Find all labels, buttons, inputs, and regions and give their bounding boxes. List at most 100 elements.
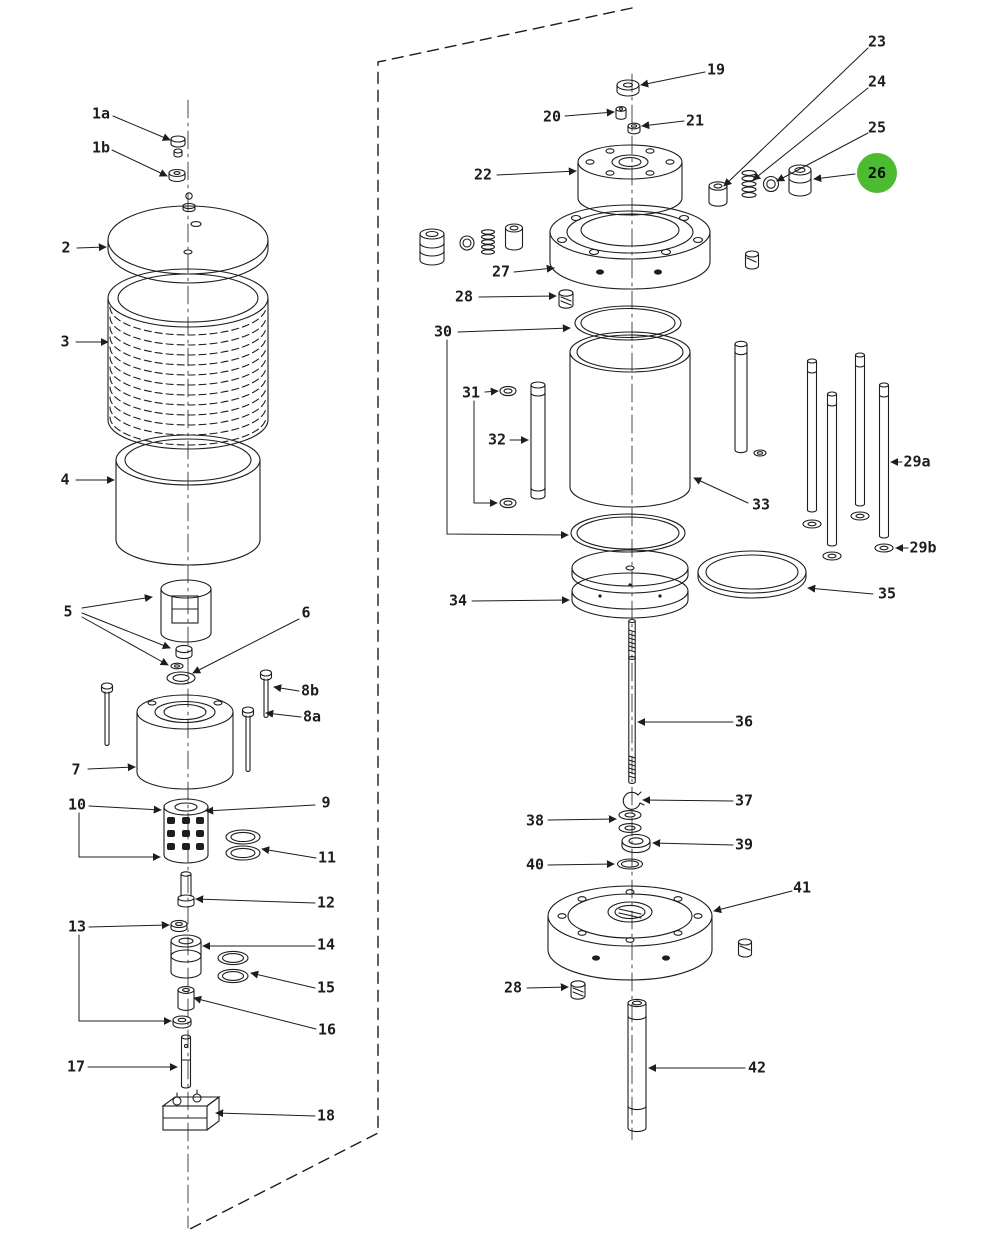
leader-38 [547,815,617,824]
callout-1b[interactable]: 1b [91,138,111,157]
part-9-10-slotted-cage [163,798,209,864]
callout-32[interactable]: 32 [487,430,507,449]
leader-31b [473,400,498,507]
leader-8a [265,709,302,718]
callout-5[interactable]: 5 [63,602,73,621]
part-29a-tie-rods [806,352,890,547]
callout-35[interactable]: 35 [877,584,897,603]
part-24-spring [741,170,757,198]
leader-35 [807,584,874,595]
callout-28-upper[interactable]: 28 [454,287,474,306]
part-7-housing [136,694,234,790]
callout-40[interactable]: 40 [525,855,545,874]
callout-21[interactable]: 21 [685,111,705,130]
part-31-ring-upper [499,385,517,397]
leader-41 [713,890,793,914]
callout-42[interactable]: 42 [747,1058,767,1077]
leader-28-lower [526,983,569,992]
callout-3[interactable]: 3 [60,332,70,351]
part-40-ring [616,858,644,870]
leader-40 [547,860,615,869]
callout-11[interactable]: 11 [317,848,337,867]
part-8a-bolt [241,706,255,772]
leader-26 [813,173,856,183]
callout-4[interactable]: 4 [60,470,70,489]
part-rod-inner [734,340,767,457]
part-12-stem [177,871,195,908]
leader-13b [78,934,172,1025]
callout-2[interactable]: 2 [61,238,71,257]
callout-20[interactable]: 20 [542,107,562,126]
callout-22[interactable]: 22 [473,165,493,184]
callout-14[interactable]: 14 [316,935,336,954]
callout-8b[interactable]: 8b [300,681,320,700]
callout-25[interactable]: 25 [867,118,887,137]
part-21-nut [627,122,641,135]
callout-33[interactable]: 33 [751,495,771,514]
leader-21 [641,120,685,130]
callout-24[interactable]: 24 [867,72,887,91]
leader-2 [76,243,107,252]
leader-15 [250,970,316,989]
callout-37[interactable]: 37 [734,791,754,810]
part-side-plug-upper [744,250,760,270]
part-35-flat-ring [697,550,807,599]
callout-12[interactable]: 12 [316,893,336,912]
callout-30[interactable]: 30 [433,322,453,341]
callout-34[interactable]: 34 [448,591,468,610]
part-38-washers [618,810,642,833]
part-34-plate-stack [571,549,689,619]
leader-30a [457,324,571,333]
callout-17[interactable]: 17 [66,1057,86,1076]
callout-8a[interactable]: 8a [302,707,322,726]
callout-36[interactable]: 36 [734,712,754,731]
callout-1a[interactable]: 1a [91,104,111,123]
callout-18[interactable]: 18 [316,1106,336,1125]
callout-10[interactable]: 10 [67,795,87,814]
part-17-pin [180,1034,192,1089]
leader-12 [195,895,316,904]
callout-39[interactable]: 39 [734,835,754,854]
part-37-circlip [622,791,645,810]
leader-27 [513,264,555,273]
part-16-bushing [177,986,195,1011]
part-30-oring-lower [570,513,686,553]
leader-39 [652,839,734,848]
leader-24 [752,87,869,181]
leader-10a [88,805,162,814]
part-13-washer-lower [172,1015,192,1029]
callout-19[interactable]: 19 [706,60,726,79]
part-14-spool [170,934,202,979]
part-41-bottom-flange [547,885,713,981]
part-bolt-left [100,682,114,746]
part-3-mesh-element [107,268,269,450]
callout-29b[interactable]: 29b [909,538,937,557]
callout-31[interactable]: 31 [461,383,481,402]
callout-38[interactable]: 38 [525,811,545,830]
callout-15[interactable]: 15 [316,978,336,997]
leader-25 [776,132,869,182]
callout-29a[interactable]: 29a [903,452,931,471]
leader-6 [192,618,300,674]
callout-7[interactable]: 7 [71,760,81,779]
part-side-plug-lower [737,938,753,958]
leader-30b [446,339,569,539]
callout-26-highlighted[interactable]: 26 [857,153,897,193]
callout-6[interactable]: 6 [301,603,311,622]
callout-23[interactable]: 23 [867,32,887,51]
callout-41[interactable]: 41 [792,878,812,897]
part-31-ring-lower [499,497,517,509]
callout-27[interactable]: 27 [491,262,511,281]
part-32-tube [530,381,546,500]
callout-9[interactable]: 9 [321,793,331,812]
callout-13[interactable]: 13 [67,917,87,936]
leader-22 [496,167,577,176]
part-33-cylinder [569,331,691,508]
part-4-shell [115,434,261,566]
part-36-piston-rod [628,618,636,785]
leader-5c [81,616,169,666]
callout-16[interactable]: 16 [317,1020,337,1039]
leader-16 [193,995,317,1030]
callout-28-lower[interactable]: 28 [503,978,523,997]
part-15-rings [217,950,249,984]
